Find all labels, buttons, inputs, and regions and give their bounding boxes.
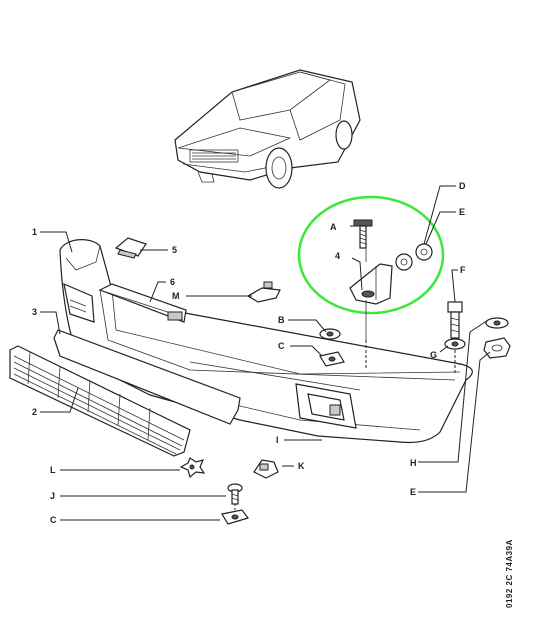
right-fasteners [444,301,511,359]
label-M: M [172,291,180,301]
label-H: H [410,458,417,468]
clip-part-5 [114,237,147,259]
label-2: 2 [32,407,37,417]
car-illustration [174,69,361,189]
label-I: I [276,435,279,445]
label-A: A [330,222,337,232]
clip-k [253,459,279,479]
label-D: D [459,181,466,191]
highlight-ellipse [297,195,445,315]
label-1: 1 [32,227,37,237]
part-labels: 1 3 2 5 6 M A 4 D E F B C G H E I L J C … [32,181,466,525]
nut-c-bottom [221,509,249,525]
label-K: K [298,461,305,471]
star-clip-l [179,457,206,479]
label-C-mid: C [278,341,285,351]
label-E-top: E [459,207,465,217]
drawing-code: 0192 2C 74A39A [505,539,514,608]
label-3: 3 [32,307,37,317]
bracket-assembly [349,219,433,340]
label-F: F [460,265,466,275]
lower-grille [9,345,191,457]
label-J: J [50,491,55,501]
label-5: 5 [172,245,177,255]
label-E-bottom: E [410,487,416,497]
label-C-bottom: C [50,515,57,525]
reinforcement-bar [98,283,187,323]
label-4: 4 [335,251,340,261]
bracket-m [246,281,281,303]
lower-spoiler [53,329,241,425]
screw-j [227,483,243,505]
label-6: 6 [170,277,175,287]
label-L: L [50,465,56,475]
label-G: G [430,350,437,360]
label-B: B [278,315,285,325]
leader-lines [40,185,491,521]
